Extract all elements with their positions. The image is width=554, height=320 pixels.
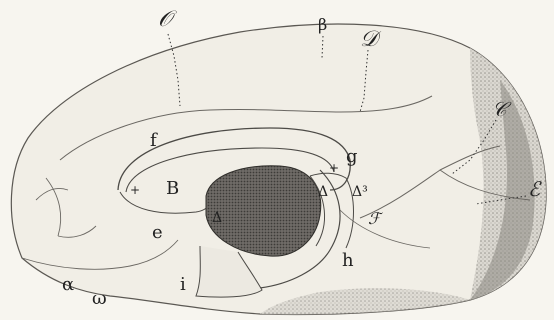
label-O: 𝒪 bbox=[158, 7, 177, 32]
label-E: ℰ bbox=[528, 177, 542, 201]
label-star-right: + bbox=[329, 161, 339, 175]
label-delta-inner: Δ bbox=[212, 210, 222, 226]
label-beta: β bbox=[318, 15, 327, 34]
label-h: h bbox=[342, 250, 354, 271]
label-delta-small: Δ bbox=[318, 184, 328, 200]
label-B: B bbox=[166, 178, 179, 199]
label-delta3: Δ³ bbox=[352, 184, 368, 200]
label-omega: ω bbox=[92, 288, 107, 309]
label-star-left: + bbox=[130, 183, 140, 197]
label-i: i bbox=[180, 274, 186, 295]
label-g: g bbox=[346, 146, 358, 167]
label-e: e bbox=[152, 222, 163, 243]
label-alpha: α bbox=[62, 274, 74, 295]
